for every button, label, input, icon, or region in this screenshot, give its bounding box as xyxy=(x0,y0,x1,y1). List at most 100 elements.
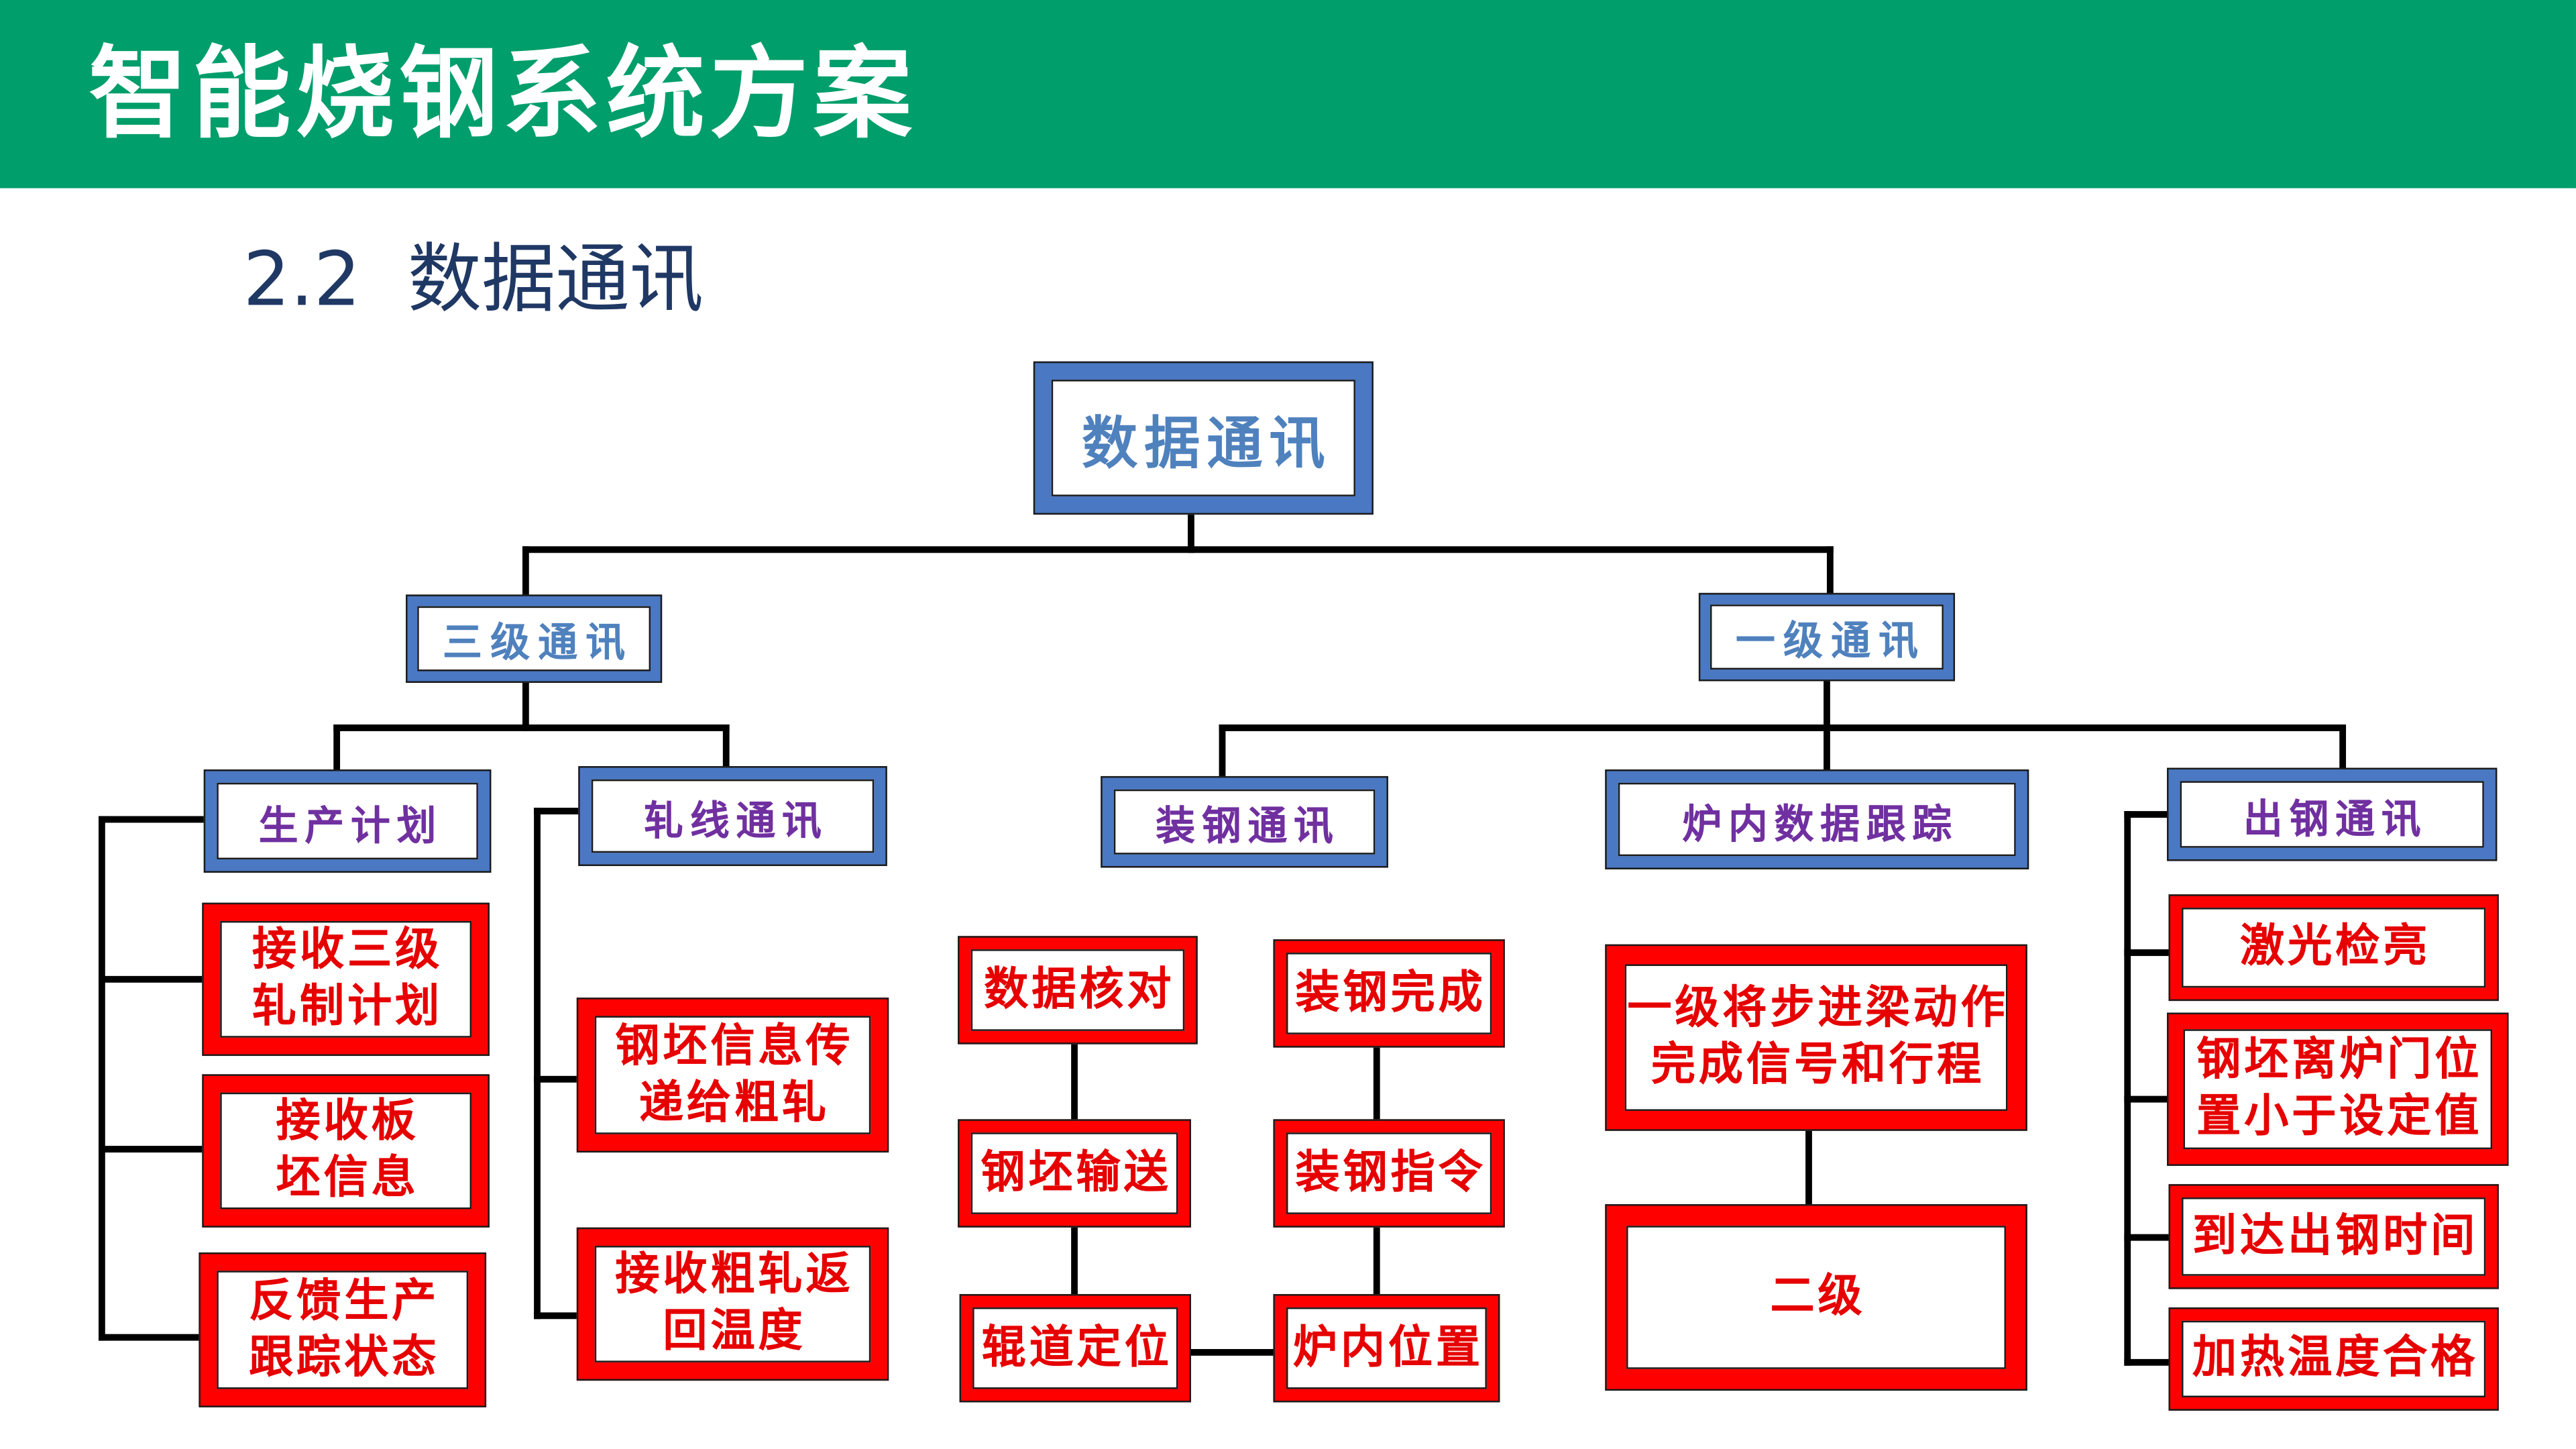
leaf-label-line: 坯信息 xyxy=(276,1152,419,1204)
leaf-level2: 二级 xyxy=(1605,1203,2027,1391)
leaf-label-line: 接收三级 xyxy=(252,924,443,976)
node-production-plan-label: 生产计划 xyxy=(258,800,443,849)
leaf-label-line: 跟踪状态 xyxy=(249,1331,440,1383)
leaf-heating-temp-qualified: 加热温度合格 xyxy=(2168,1307,2499,1411)
node-level1-comm-label: 一级通讯 xyxy=(1736,616,1927,665)
leaf-label: 激光检亮 xyxy=(2240,920,2431,973)
leaf-frame: 到达出钢时间 xyxy=(2182,1197,2486,1276)
leaf-receive-slab-info: 接收板 坯信息 xyxy=(202,1074,490,1228)
leaf-label: 到达出钢时间 xyxy=(2192,1210,2479,1262)
section-subtitle: 2.2 数据通讯 xyxy=(243,235,704,323)
page-title: 智能烧钢系统方案 xyxy=(89,36,917,154)
leaf-frame: 加热温度合格 xyxy=(2182,1320,2486,1397)
connector-line xyxy=(1373,1047,1380,1120)
leaf-frame: 反馈生产 跟踪状态 xyxy=(217,1271,469,1389)
connector-line xyxy=(522,546,1834,553)
connector-line xyxy=(534,808,541,1320)
node-charging-comm-label: 装钢通讯 xyxy=(1156,801,1340,850)
leaf-label: 装钢完成 xyxy=(1295,967,1486,1019)
leaf-send-slab-info-to-roughing: 钢坯信息传 递给粗轧 xyxy=(576,998,889,1153)
node-frame: 装钢通讯 xyxy=(1113,789,1376,855)
connector-line xyxy=(1071,1044,1078,1120)
leaf-frame: 装钢完成 xyxy=(1286,953,1492,1034)
leaf-label-line: 完成信号和行程 xyxy=(1650,1039,1985,1091)
node-level1-comm: 一级通讯 xyxy=(1698,592,1956,682)
leaf-label: 数据核对 xyxy=(984,963,1175,1016)
leaf-label-line: 一级将步进梁动作 xyxy=(1627,982,2009,1034)
node-furnace-tracking: 炉内数据跟踪 xyxy=(1605,769,2029,869)
connector-line xyxy=(2124,811,2131,1366)
root-node: 数据通讯 xyxy=(1033,361,1374,515)
leaf-data-check: 数据核对 xyxy=(958,936,1198,1044)
node-rolling-line-comm: 轧线通讯 xyxy=(578,766,887,867)
leaf-frame: 接收板 坯信息 xyxy=(220,1092,472,1210)
leaf-frame: 装钢指令 xyxy=(1286,1132,1492,1214)
connector-line xyxy=(1826,546,1834,595)
connector-line xyxy=(522,682,529,731)
node-furnace-tracking-label: 炉内数据跟踪 xyxy=(1682,798,1958,847)
leaf-label-line: 置小于设定值 xyxy=(2196,1091,2483,1143)
connector-line xyxy=(333,724,341,770)
connector-line xyxy=(98,816,204,823)
leaf-discharge-time-reached: 到达出钢时间 xyxy=(2168,1184,2499,1289)
leaf-label-line: 钢坯信息传 xyxy=(615,1020,854,1072)
leaf-label: 炉内位置 xyxy=(1292,1322,1483,1373)
leaf-label: 二级 xyxy=(1770,1271,1866,1323)
node-frame: 炉内数据跟踪 xyxy=(1618,782,2016,857)
connector-line xyxy=(98,1334,199,1341)
leaf-label-line: 接收粗轧返 xyxy=(615,1249,854,1301)
header-bar: 智能烧钢系统方案 xyxy=(0,0,2576,189)
leaf-receive-roughing-return-temp: 接收粗轧返 回温度 xyxy=(576,1227,889,1381)
connector-line xyxy=(1071,1227,1078,1295)
node-frame: 轧线通讯 xyxy=(591,779,875,853)
connector-line xyxy=(522,546,529,596)
root-node-frame: 数据通讯 xyxy=(1051,380,1355,496)
leaf-label-line: 接收板 xyxy=(276,1095,419,1148)
leaf-slab-door-distance: 钢坯离炉门位 置小于设定值 xyxy=(2167,1012,2509,1166)
leaf-frame: 钢坯离炉门位 置小于设定值 xyxy=(2183,1029,2493,1150)
leaf-label: 钢坯输送 xyxy=(981,1146,1172,1199)
node-rolling-line-comm-label: 轧线通讯 xyxy=(644,795,828,844)
leaf-charging-complete: 装钢完成 xyxy=(1273,939,1505,1048)
leaf-laser-detection: 激光检亮 xyxy=(2168,894,2499,1002)
leaf-roller-table-positioning: 辊道定位 xyxy=(959,1294,1191,1403)
connector-line xyxy=(98,816,105,1341)
leaf-slab-conveying: 钢坯输送 xyxy=(958,1119,1191,1228)
connector-line xyxy=(2339,724,2347,768)
connector-line xyxy=(1188,515,1194,553)
connector-line xyxy=(2124,1358,2169,1366)
node-production-plan: 生产计划 xyxy=(203,769,492,873)
connector-line xyxy=(2124,949,2169,957)
leaf-frame: 接收三级 轧制计划 xyxy=(220,920,472,1038)
node-charging-comm: 装钢通讯 xyxy=(1101,775,1388,868)
leaf-label: 装钢指令 xyxy=(1295,1146,1486,1199)
connector-line xyxy=(1805,1130,1812,1204)
leaf-frame: 激光检亮 xyxy=(2182,908,2486,988)
node-frame: 一级通讯 xyxy=(1710,604,1944,670)
connector-line xyxy=(1190,1348,1274,1356)
leaf-label-line: 回温度 xyxy=(663,1305,806,1358)
leaf-frame: 炉内位置 xyxy=(1286,1307,1487,1389)
connector-line xyxy=(333,724,730,731)
node-level3-comm-label: 三级通讯 xyxy=(443,618,634,667)
leaf-in-furnace-position: 炉内位置 xyxy=(1273,1294,1500,1403)
node-frame: 生产计划 xyxy=(217,782,478,860)
leaf-frame: 二级 xyxy=(1626,1226,2006,1369)
leaf-feedback-tracking-status: 反馈生产 跟踪状态 xyxy=(199,1252,487,1407)
connector-line xyxy=(1219,724,2347,731)
node-frame: 三级通讯 xyxy=(417,606,651,672)
leaf-frame: 辊道定位 xyxy=(972,1307,1178,1389)
node-level3-comm: 三级通讯 xyxy=(406,594,663,683)
connector-line xyxy=(2124,1095,2168,1103)
connector-line xyxy=(1373,1227,1380,1295)
connector-line xyxy=(2124,811,2168,818)
node-frame: 出钢通讯 xyxy=(2180,781,2484,848)
connector-line xyxy=(2124,1234,2169,1241)
leaf-receive-level3-rolling-plan: 接收三级 轧制计划 xyxy=(202,902,490,1057)
connector-line xyxy=(534,808,579,815)
leaf-frame: 钢坯信息传 递给粗轧 xyxy=(594,1016,871,1134)
root-node-label: 数据通讯 xyxy=(1082,410,1332,478)
leaf-walking-beam-signal: 一级将步进梁动作 完成信号和行程 xyxy=(1605,944,2027,1131)
